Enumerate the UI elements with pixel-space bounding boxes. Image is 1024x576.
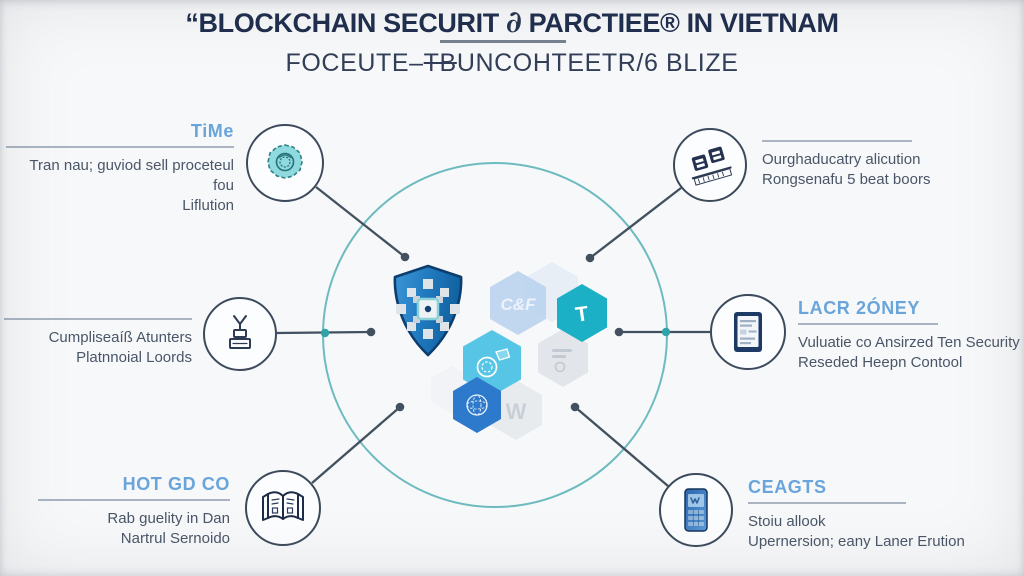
item-bottom-right: CEAGTS Stoiu allook Upernersion; eany La… (748, 477, 988, 552)
item-top-left-text-1: Tran nau; guviod sell proceteul fou (29, 157, 234, 194)
subtitle-post: UNCOHTEETR/6 BLIZE (456, 49, 739, 77)
subtitle-pre: FOCEUTE– (285, 49, 424, 77)
item-top-right-rule (762, 140, 912, 142)
item-top-right-text-2: Rongsenafu 5 beat boors (762, 170, 931, 188)
hexagon-w: W (490, 380, 542, 440)
pixel-gear-emblem (396, 279, 460, 339)
hexagon-caf-label: C&F (501, 295, 537, 314)
page-title-pre: “BLOCKCHAIN SECURIT (185, 8, 506, 38)
item-bottom-right-text-2: Upernersion; eany Laner Erution (748, 532, 965, 550)
connector-top-left (315, 186, 406, 258)
item-bottom-left: HOT GD CO Rab guelity in Dan Nartrul Ser… (38, 474, 230, 549)
item-bottom-right-rule (748, 502, 906, 504)
hexagon-globe (453, 377, 501, 433)
gear-blob-icon (267, 144, 303, 179)
item-mid-right-text-2: Reseded Heepn Contool (798, 353, 963, 371)
open-book-icon (262, 491, 304, 521)
icon-circle-bottom-right (659, 473, 733, 547)
dice-keys-icon (691, 146, 733, 186)
item-mid-right-text-1: Vuluatie co Ansirzed Ten Security (798, 334, 1020, 351)
item-bottom-left-text-2: Nartrul Sernoido (120, 529, 230, 547)
shield-gear-icon (393, 264, 463, 357)
page-subtitle: FOCEUTE–TBUNCOHTEETR/6 BLIZE (0, 49, 1024, 78)
page-title-post: PARCTIEE® IN VIETNAM (521, 8, 839, 38)
smartphone-icon (684, 488, 708, 532)
item-mid-left-rule (4, 318, 192, 320)
item-mid-left: Cumpliseaíß Atunters Platnnoial Loords (4, 314, 192, 368)
item-top-left: TiMe Tran nau; guviod sell proceteul fou… (6, 121, 234, 215)
icon-circle-bottom-left (245, 470, 321, 546)
icon-circle-mid-left (203, 297, 277, 371)
item-mid-right: LACR 2ÓNEY Vuluatie co Ansirzed Ten Secu… (798, 298, 1024, 373)
item-top-left-text-2: Liflution (182, 196, 234, 214)
item-top-right: Ourghaducatry alicution Rongsenafu 5 bea… (762, 136, 997, 190)
connector-top-right (589, 187, 682, 259)
hexagon-t-label: T (574, 302, 590, 327)
award-icon (229, 315, 251, 349)
item-bottom-left-title: HOT GD CO (122, 474, 230, 494)
item-mid-left-text-1: Cumpliseaíß Atunters (48, 329, 192, 346)
item-bottom-left-text-1: Rab guelity in Dan (107, 510, 230, 527)
item-mid-right-rule (798, 323, 938, 325)
item-top-right-text-1: Ourghaducatry alicution (762, 151, 921, 168)
item-mid-left-text-2: Platnnoial Loords (76, 348, 192, 366)
connector-bottom-left (311, 406, 401, 484)
page-title: “BLOCKCHAIN SECURIT ∂ PARCTIEE® IN VIETN… (0, 5, 1024, 40)
connector-end-dots (366, 252, 624, 412)
circle-crossing-dots (320, 327, 671, 338)
item-bottom-right-title: CEAGTS (748, 477, 827, 497)
item-bottom-left-rule (38, 499, 230, 501)
item-top-left-title: TiMe (190, 121, 234, 141)
hexagon-w-label: W (506, 399, 527, 424)
item-bottom-right-text-1: Stoiu allook (748, 513, 826, 530)
connector-bottom-right (574, 406, 669, 487)
document-icon (734, 312, 762, 352)
hexagon-gray (538, 329, 588, 387)
item-mid-right-title: LACR 2ÓNEY (798, 298, 921, 318)
page-title-script-glyph: ∂ (505, 5, 522, 40)
icon-circle-top-left (246, 124, 324, 202)
title-divider-line (440, 40, 566, 43)
icon-circle-mid-right (710, 294, 786, 370)
hexagon-t: T (557, 284, 607, 342)
hexagon-caf: C&F (490, 271, 546, 335)
item-top-left-rule (6, 146, 234, 148)
subtitle-struck: TB (423, 49, 457, 77)
icon-circle-top-right (673, 128, 747, 202)
